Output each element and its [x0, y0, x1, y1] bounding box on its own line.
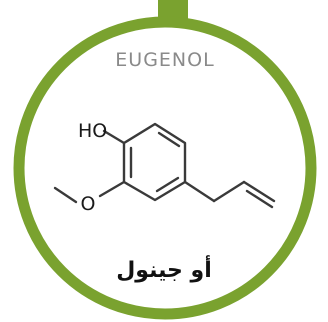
vinyl-double-bond — [245, 189, 274, 209]
strap-tab — [158, 0, 188, 20]
hydroxyl-label: HO — [78, 120, 107, 142]
allyl-bond — [212, 180, 246, 203]
badge-ring — [13, 16, 317, 320]
hanging-strap — [158, 0, 188, 20]
methoxy-oxygen-label: O — [81, 193, 96, 215]
molecule-structure — [53, 122, 276, 209]
allyl-bond — [183, 180, 216, 203]
methyl-bond — [53, 186, 78, 204]
ring-double-bond — [155, 176, 180, 193]
ring-double-bond — [157, 131, 181, 148]
hydroxyl-bond — [102, 129, 126, 145]
arabic-name: أو جينول — [116, 254, 212, 283]
molecule-name: EUGENOL — [115, 49, 214, 71]
methoxy-bond — [98, 180, 126, 198]
vinyl-double-bond — [242, 180, 276, 203]
